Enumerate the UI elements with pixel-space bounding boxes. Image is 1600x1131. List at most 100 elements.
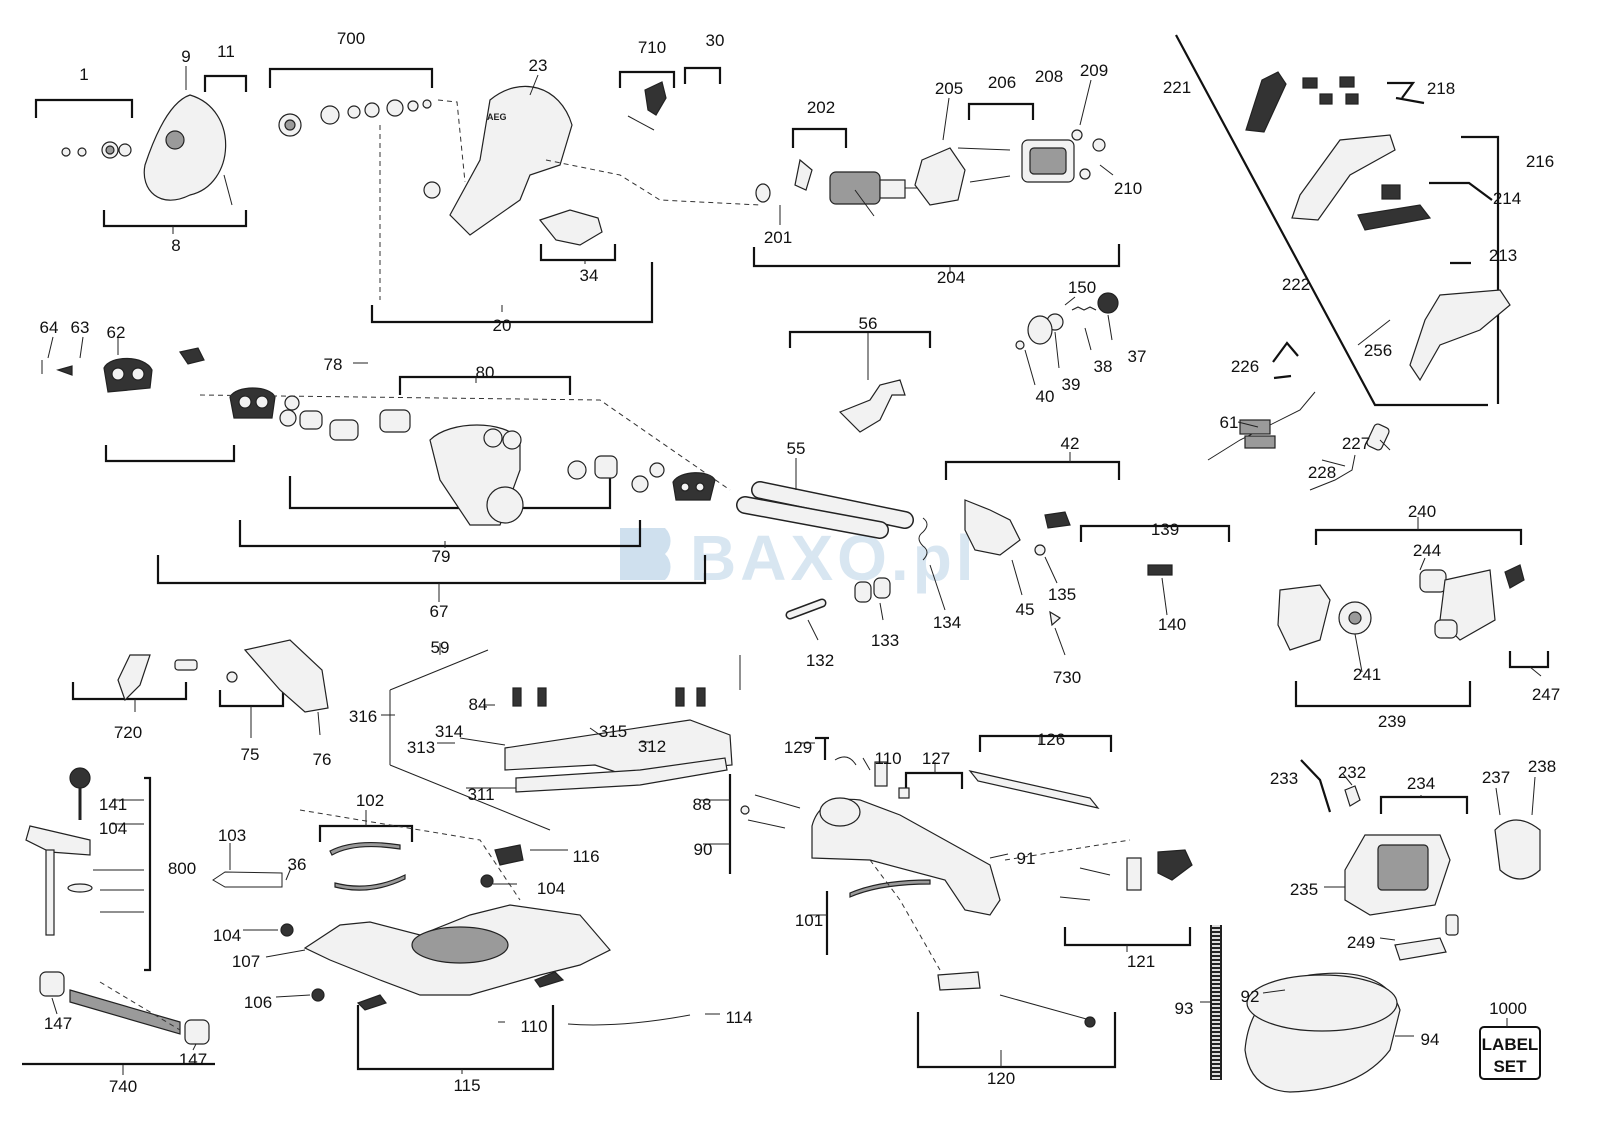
part-label-249: 249 <box>1347 933 1375 952</box>
part-label-84: 84 <box>469 695 488 714</box>
part-label-256: 256 <box>1364 341 1392 360</box>
part-label-120: 120 <box>987 1069 1015 1088</box>
svg-text:AEG: AEG <box>487 112 507 122</box>
part-label-61: 61 <box>1220 413 1239 432</box>
part-label-64: 64 <box>40 318 59 337</box>
part-label-201: 201 <box>764 228 792 247</box>
part-label-91: 91 <box>1017 849 1036 868</box>
part-label-34: 34 <box>580 266 599 285</box>
part-label-247: 247 <box>1532 685 1560 704</box>
part-number-labels: 1 9 11 700 23 710 30 8 34 20 202 205 206… <box>40 29 1561 1096</box>
part-label-110: 110 <box>874 749 901 768</box>
part-label-11: 11 <box>217 42 235 61</box>
part-label-313: 313 <box>407 738 435 757</box>
part-label-710: 710 <box>638 38 666 57</box>
part-label-221: 221 <box>1163 78 1191 97</box>
part-label-121: 121 <box>1127 952 1155 971</box>
part-label-213: 213 <box>1489 246 1517 265</box>
part-label-20: 20 <box>493 316 512 335</box>
part-label-730: 730 <box>1053 668 1081 687</box>
assembly-dashed-links <box>99 99 1131 1031</box>
part-label-700: 700 <box>337 29 365 48</box>
part-label-216: 216 <box>1526 152 1554 171</box>
part-label-107: 107 <box>232 952 260 971</box>
part-label-39: 39 <box>1062 375 1081 394</box>
part-label-104b: 104 <box>537 879 565 898</box>
part-label-8: 8 <box>171 236 180 255</box>
part-label-314: 314 <box>435 722 463 741</box>
part-label-208: 208 <box>1035 67 1063 86</box>
part-label-94: 94 <box>1421 1030 1440 1049</box>
part-label-88: 88 <box>693 795 712 814</box>
part-label-40: 40 <box>1036 387 1055 406</box>
part-label-104: 104 <box>99 819 127 838</box>
part-label-103: 103 <box>218 826 246 845</box>
part-label-147b: 147 <box>179 1050 207 1069</box>
part-label-202: 202 <box>807 98 835 117</box>
part-label-75: 75 <box>241 745 260 764</box>
part-label-205: 205 <box>935 79 963 98</box>
label-leaders <box>47 66 1542 1075</box>
part-label-63: 63 <box>71 318 90 337</box>
label-set-box: LABEL SET <box>1482 1035 1539 1076</box>
label-set-line-1: LABEL <box>1482 1035 1539 1054</box>
part-label-150: 150 <box>1068 278 1096 297</box>
part-label-315: 315 <box>599 722 627 741</box>
part-label-126: 126 <box>1037 730 1065 749</box>
part-label-206: 206 <box>988 73 1016 92</box>
part-label-238: 238 <box>1528 757 1556 776</box>
part-label-204: 204 <box>937 268 965 287</box>
part-label-237: 237 <box>1482 768 1510 787</box>
part-label-140: 140 <box>1158 615 1186 634</box>
part-label-114: 114 <box>725 1008 752 1027</box>
part-label-210: 210 <box>1114 179 1142 198</box>
part-label-67: 67 <box>430 602 449 621</box>
part-label-139: 139 <box>1151 520 1179 539</box>
part-label-720: 720 <box>114 723 142 742</box>
part-label-239: 239 <box>1378 712 1406 731</box>
assembly-brackets <box>22 34 1550 1071</box>
part-label-129: 129 <box>784 738 812 757</box>
part-label-311: 311 <box>467 785 494 804</box>
part-label-312: 312 <box>638 737 666 756</box>
part-label-141: 141 <box>99 795 127 814</box>
part-label-104c: 104 <box>213 926 241 945</box>
part-label-241: 241 <box>1353 665 1381 684</box>
part-label-62: 62 <box>107 323 126 342</box>
part-label-42: 42 <box>1061 434 1080 453</box>
part-label-1000: 1000 <box>1489 999 1527 1018</box>
part-label-79: 79 <box>432 547 451 566</box>
part-label-800: 800 <box>168 859 196 878</box>
part-label-110b: 110 <box>520 1017 547 1036</box>
part-label-234: 234 <box>1407 774 1435 793</box>
part-label-101: 101 <box>795 911 823 930</box>
part-label-134: 134 <box>933 613 961 632</box>
part-label-228: 228 <box>1308 463 1336 482</box>
part-label-102: 102 <box>356 791 384 810</box>
part-label-93: 93 <box>1175 999 1194 1018</box>
part-label-90: 90 <box>694 840 713 859</box>
part-label-76: 76 <box>313 750 332 769</box>
part-label-133: 133 <box>871 631 899 650</box>
part-label-209: 209 <box>1080 61 1108 80</box>
part-label-232: 232 <box>1338 763 1366 782</box>
part-label-106: 106 <box>244 993 272 1012</box>
part-label-9: 9 <box>181 47 190 66</box>
part-label-92: 92 <box>1241 987 1260 1006</box>
part-label-233: 233 <box>1270 769 1298 788</box>
part-label-30: 30 <box>706 31 725 50</box>
part-label-218: 218 <box>1427 79 1455 98</box>
part-label-316: 316 <box>349 707 377 726</box>
part-label-36: 36 <box>288 855 307 874</box>
part-label-45: 45 <box>1016 600 1035 619</box>
part-label-56: 56 <box>859 314 878 333</box>
part-label-55: 55 <box>787 439 806 458</box>
part-label-78: 78 <box>324 355 343 374</box>
part-label-240: 240 <box>1408 502 1436 521</box>
part-label-244: 244 <box>1413 541 1441 560</box>
part-label-227: 227 <box>1342 434 1370 453</box>
watermark-text: BAXO.pl <box>690 522 978 594</box>
part-label-147: 147 <box>44 1014 72 1033</box>
part-label-23: 23 <box>529 56 548 75</box>
